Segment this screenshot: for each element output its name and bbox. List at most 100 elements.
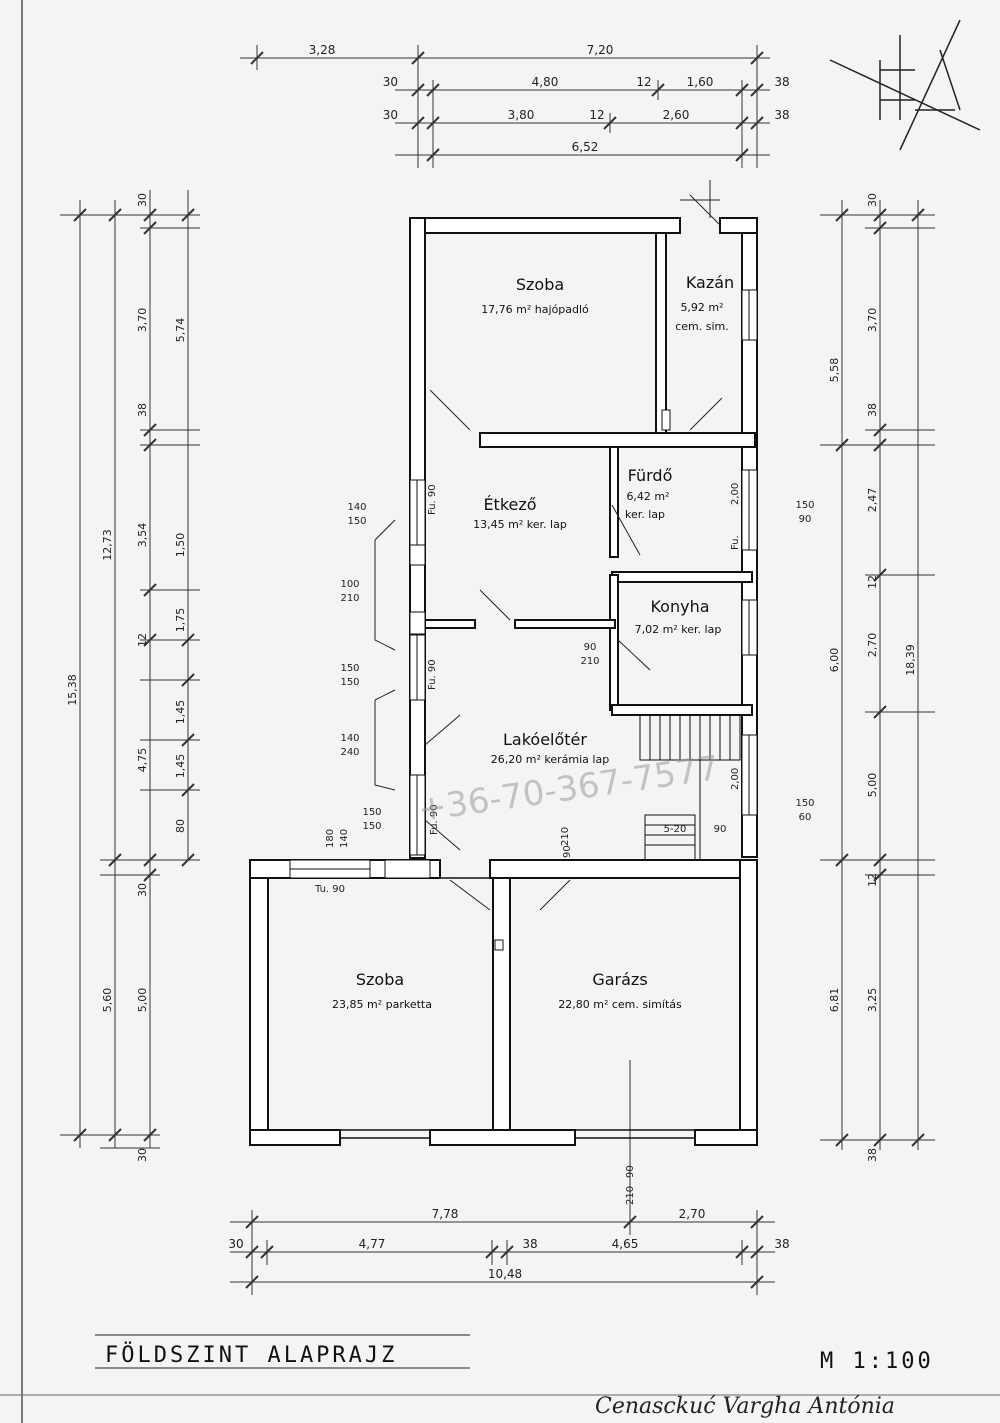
opening-w8-width: 90 (584, 642, 597, 653)
dim-top-13: 6,52 (572, 140, 599, 154)
opening-w3-height: 150 (340, 677, 359, 688)
opening-w8-height: 210 (580, 656, 599, 667)
dim-right-i3: 38 (866, 403, 879, 417)
bottom-dimension-chains (230, 1060, 775, 1295)
dim-bottom-4: 4,77 (359, 1237, 386, 1251)
opening-w11-height: 210 (625, 1186, 636, 1205)
opening-w4-width: 140 (340, 733, 359, 744)
dim-right-mid-1: 5,58 (828, 358, 841, 383)
pillar-3 (384, 859, 431, 879)
room-name-konyha: Konyha (650, 597, 709, 616)
dim-left-mid-1: 12,73 (101, 529, 114, 561)
right-dimension-chains (820, 200, 935, 1150)
dim-top-11: 2,60 (663, 108, 690, 122)
dim-bottom-8: 10,48 (488, 1267, 522, 1281)
opening-w9-width: 150 (795, 798, 814, 809)
top-dimension-chains (240, 45, 770, 168)
opening-w1-width: 140 (347, 502, 366, 513)
dim-bottom-7: 38 (774, 1237, 789, 1251)
room-name-szoba-1: Szoba (516, 275, 564, 294)
dim-right-i8: 12 (866, 873, 879, 887)
chimney (661, 409, 671, 431)
dim-left-total: 15,38 (66, 674, 79, 706)
room-area-szoba-1: 17,76 m² hajópadló (481, 303, 589, 316)
room-floor-kazan: cem. sim. (675, 320, 729, 333)
dim-right-i1: 30 (866, 193, 879, 207)
room-area-garazs: 22,80 m² cem. simítás (558, 998, 682, 1011)
dim-left-d2: 3,70 (136, 308, 149, 333)
signature: Cenasckuć Vargha Antónia (595, 1394, 895, 1419)
dim-right-total: 18,39 (904, 644, 917, 676)
room-area-lakoeloter: 26,20 m² kerámia lap (491, 753, 609, 766)
room-area-etkezo: 13,45 m² ker. lap (473, 518, 567, 531)
dim-left-d4: 1,50 (174, 533, 187, 558)
staircase (639, 714, 741, 861)
dim-top-9: 3,80 (508, 108, 535, 122)
dim-left-d10: 30 (136, 883, 149, 897)
dim-right-mid-2: 6,00 (828, 648, 841, 673)
dim-left-d3: 38 (136, 403, 149, 417)
windows (289, 289, 758, 879)
dim-left-inner-1: 5,74 (174, 318, 187, 343)
opening-w3-width: 150 (340, 663, 359, 674)
dim-left-mid-2: 5,60 (101, 988, 114, 1013)
room-area-kazan: 5,92 m² (680, 301, 723, 314)
dim-bottom-2: 2,70 (679, 1207, 706, 1221)
dim-bottom-6: 4,65 (612, 1237, 639, 1251)
dim-top-2: 7,20 (587, 43, 614, 57)
stair-label: 5-20 (664, 824, 687, 835)
fu-label-1: Fu. 90 (427, 484, 438, 515)
opening-w6-height: 140 (339, 829, 350, 848)
room-area-konyha: 7,02 m² ker. lap (635, 623, 722, 636)
dim-top-5: 12 (636, 75, 651, 89)
dim-left-d5: 12 (136, 633, 149, 647)
opening-w1-height: 150 (347, 516, 366, 527)
dim-left-d8: 1,45 (174, 754, 187, 779)
dim-left-d6: 1,75 (174, 608, 187, 633)
stair-label-2: 90 (714, 824, 727, 835)
dim-bottom-3: 30 (228, 1237, 243, 1251)
plan-scale: M 1:100 (820, 1349, 934, 1374)
dim-left-d1: 30 (136, 193, 149, 207)
room-name-lakoeloter: Lakóelőtér (503, 730, 587, 749)
dim-left-d7: 1,45 (174, 700, 187, 725)
dim-left-d11: 30 (136, 1148, 149, 1162)
dim-right-i7: 5,00 (866, 773, 879, 798)
room-floor-furdo: ker. lap (625, 508, 665, 521)
opening-w11-width: 90 (625, 1165, 636, 1178)
dim-top-3: 30 (383, 75, 398, 89)
door-marker (494, 939, 504, 951)
fu-label-4: Fu. (730, 535, 741, 550)
pillar-2 (409, 611, 426, 635)
opening-w2-width: 100 (340, 579, 359, 590)
opening-w6-width: 180 (325, 829, 336, 848)
room-name-furdo: Fürdő (628, 466, 673, 485)
room-name-etkezo: Étkező (483, 495, 536, 514)
plan-title: FÖLDSZINT ALAPRAJZ (105, 1342, 397, 1368)
dim-top-7: 38 (774, 75, 789, 89)
opening-w10-height: 210 (560, 827, 571, 846)
opening-w5-width: 150 (362, 807, 381, 818)
room-area-furdo: 6,42 m² (626, 490, 669, 503)
fu-label-2: Fu. 90 (427, 659, 438, 690)
opening-w5-height: 150 (362, 821, 381, 832)
door-swings (374, 180, 723, 911)
d200-label-a: 2,00 (730, 483, 741, 505)
dim-top-12: 38 (774, 108, 789, 122)
fu-label-3: Fu. 90 (429, 804, 440, 835)
dim-right-i5: 12 (866, 575, 879, 589)
dim-right-i6: 2,70 (866, 633, 879, 658)
dim-right-i4: 2,47 (866, 488, 879, 513)
opening-w4-height: 240 (340, 747, 359, 758)
dim-right-mid-3: 6,81 (828, 988, 841, 1013)
dim-left-d9: 80 (174, 819, 187, 833)
dim-bottom-5: 38 (522, 1237, 537, 1251)
opening-w7-width: 150 (795, 500, 814, 511)
opening-w10-width: 90 (562, 845, 573, 858)
room-name-szoba-2: Szoba (356, 970, 404, 989)
left-dimension-chains (60, 190, 200, 1149)
room-name-garazs: Garázs (592, 970, 647, 989)
wall-inner-lines (267, 877, 741, 1139)
opening-labels: 140 150 100 210 150 150 140 240 150 150 … (314, 483, 815, 1205)
